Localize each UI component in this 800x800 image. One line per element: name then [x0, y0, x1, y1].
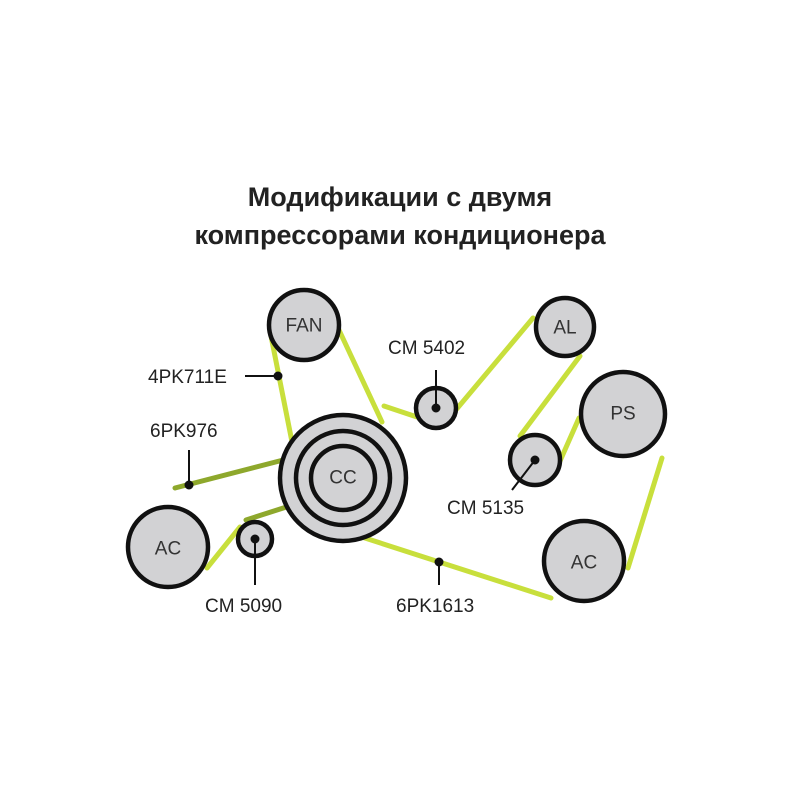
title-line-1: Модификации с двумя	[247, 182, 553, 212]
pulley-label-al: AL	[553, 318, 576, 339]
marker-cm5135	[530, 455, 540, 465]
pulley-label-fan: FAN	[286, 316, 323, 337]
marker-4pk711e	[273, 371, 283, 381]
belt-4pk711e-right	[336, 327, 385, 425]
label-cm5135: CM 5135	[447, 498, 524, 519]
belt-4pk711e-left	[268, 333, 297, 455]
marker-6pk976	[184, 480, 194, 490]
label-6pk976: 6PK976	[150, 421, 218, 442]
belt-ps-ac	[625, 455, 665, 571]
belt-cc-cm5402	[381, 403, 423, 421]
pulley-label-ac-right: AC	[571, 553, 597, 574]
pulley-al	[533, 295, 597, 359]
pulley-label-ps: PS	[610, 404, 635, 425]
diagram-title: Модификации с двумя компрессорами кондиц…	[0, 178, 800, 254]
pulley-ps	[578, 369, 668, 459]
pulley-cc-inner	[308, 443, 378, 513]
label-6pk1613: 6PK1613	[396, 596, 474, 617]
belt-6pk1613	[337, 527, 554, 601]
marker-cm5090	[250, 534, 260, 544]
pulley-label-ac-left: AC	[155, 539, 181, 560]
belt-al-cm5135	[517, 353, 583, 439]
pulley-fan	[266, 287, 342, 363]
pulley-ac-left	[125, 504, 211, 590]
marker-6pk1613	[434, 557, 444, 567]
title-line-2: компрессорами кондиционера	[194, 220, 606, 250]
marker-cm5402	[431, 403, 441, 413]
label-4pk711e: 4PK711E	[148, 367, 227, 388]
label-cm5090: CM 5090	[205, 596, 282, 617]
pulley-label-cc: CC	[329, 468, 356, 489]
label-cm5402: CM 5402	[388, 338, 465, 359]
pulley-ac-right	[541, 518, 627, 604]
belt-cm5135-ps	[557, 415, 582, 464]
belt-ac-cm5090	[204, 524, 243, 571]
belt-cm5402-al	[452, 315, 536, 414]
